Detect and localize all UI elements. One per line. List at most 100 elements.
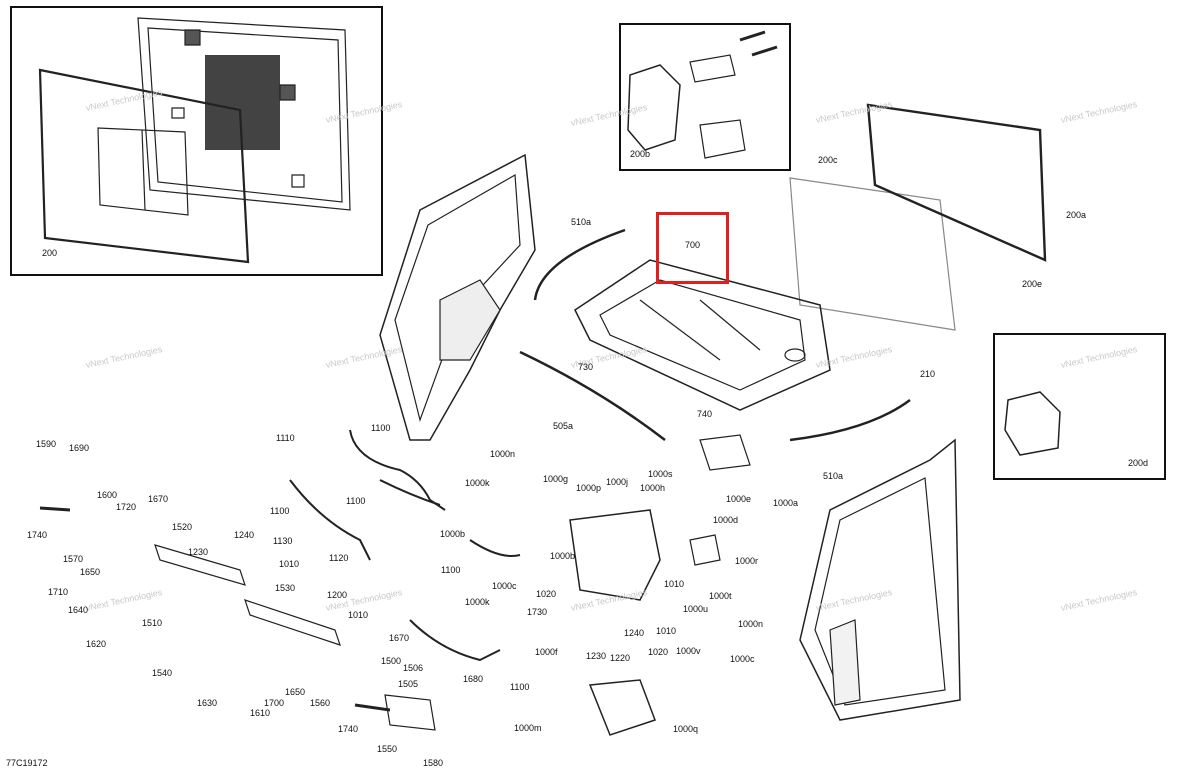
callout-1000d[interactable]: 1000d — [713, 515, 739, 525]
callout-200c[interactable]: 200c — [818, 155, 838, 165]
callout-1000s[interactable]: 1000s — [648, 469, 673, 479]
callout-1670b[interactable]: 1670 — [389, 633, 410, 643]
callout-1506[interactable]: 1506 — [403, 663, 424, 673]
seal-510a-drawing — [533, 228, 626, 301]
callout-1000j[interactable]: 1000j — [606, 477, 629, 487]
callout-1000r[interactable]: 1000r — [735, 556, 759, 566]
callout-1000g[interactable]: 1000g — [543, 474, 569, 484]
left-door-drawing — [379, 153, 536, 441]
callout-1010[interactable]: 1010 — [279, 559, 300, 569]
callout-200a[interactable]: 200a — [1066, 210, 1087, 220]
callout-1240[interactable]: 1240 — [234, 530, 255, 540]
roof-panel-drawing — [574, 259, 831, 411]
callout-1220[interactable]: 1220 — [610, 653, 631, 663]
callout-1100e[interactable]: 1100 — [510, 682, 530, 692]
callout-1700[interactable]: 1700 — [264, 698, 285, 708]
callout-1505[interactable]: 1505 — [398, 679, 419, 689]
callout-1000b[interactable]: 1000b — [440, 529, 466, 539]
callout-1100[interactable]: 1100 — [371, 423, 391, 433]
rear-panel-drawing — [789, 103, 1047, 331]
callout-1640[interactable]: 1640 — [68, 605, 89, 615]
right-door-drawing — [799, 438, 961, 721]
callout-1000q[interactable]: 1000q — [673, 724, 699, 734]
callout-730[interactable]: 730 — [578, 362, 594, 372]
callout-1100c[interactable]: 1100 — [346, 496, 366, 506]
callout-1000l[interactable]: 1000b — [550, 551, 576, 561]
callout-1000n[interactable]: 1000n — [490, 449, 516, 459]
callout-200e[interactable]: 200e — [1022, 279, 1043, 289]
windshield-frame-drawing — [38, 17, 351, 264]
callout-1230[interactable]: 1230 — [188, 547, 209, 557]
callout-1550[interactable]: 1550 — [377, 744, 398, 754]
inset-label-200b: 200b — [630, 149, 651, 159]
callout-510a[interactable]: 510a — [571, 217, 592, 227]
callout-1720[interactable]: 1720 — [116, 502, 137, 512]
callout-1110[interactable]: 1110 — [276, 433, 295, 443]
callout-1020[interactable]: 1020 — [536, 589, 557, 599]
diagram-reference-id: 77C19172 — [6, 758, 48, 768]
callout-1100d[interactable]: 1100 — [441, 565, 461, 575]
callout-1650[interactable]: 1650 — [80, 567, 101, 577]
callout-1000k[interactable]: 1000k — [465, 478, 490, 488]
callout-1740[interactable]: 1740 — [27, 530, 48, 540]
inset-frame-200 — [10, 6, 383, 276]
callout-1510[interactable]: 1510 — [142, 618, 163, 628]
callout-1000f[interactable]: 1000f — [535, 647, 558, 657]
callout-1650b[interactable]: 1650 — [285, 687, 306, 697]
callout-1690[interactable]: 1690 — [69, 443, 90, 453]
callout-1560[interactable]: 1560 — [310, 698, 331, 708]
callout-1000k2[interactable]: 1000k — [465, 597, 490, 607]
callout-1000c[interactable]: 1000c — [492, 581, 517, 591]
callout-210[interactable]: 210 — [920, 369, 936, 379]
callout-1000p[interactable]: 1000p — [576, 483, 602, 493]
callout-1000c2[interactable]: 1000c — [730, 654, 755, 664]
highlight-box-700 — [656, 212, 729, 284]
seal-505a-drawing — [519, 350, 666, 441]
callout-1520[interactable]: 1520 — [172, 522, 193, 532]
callout-1530[interactable]: 1530 — [275, 583, 296, 593]
callout-1590[interactable]: 1590 — [36, 439, 57, 449]
callout-1010d[interactable]: 1010 — [656, 626, 677, 636]
callout-1740b[interactable]: 1740 — [338, 724, 359, 734]
callout-1620[interactable]: 1620 — [86, 639, 107, 649]
callout-1000u[interactable]: 1000u — [683, 604, 709, 614]
callout-1010b[interactable]: 1010 — [348, 610, 369, 620]
callout-1000h[interactable]: 1000h — [640, 483, 666, 493]
callout-1630[interactable]: 1630 — [197, 698, 218, 708]
callout-1600[interactable]: 1600 — [97, 490, 118, 500]
callout-700[interactable]: 700 — [685, 240, 701, 250]
inset-frame-200b — [619, 23, 791, 171]
callout-1730[interactable]: 1730 — [527, 607, 548, 617]
callout-1500[interactable]: 1500 — [381, 656, 402, 666]
callout-1000v[interactable]: 1000v — [676, 646, 701, 656]
callout-1680[interactable]: 1680 — [463, 674, 484, 684]
callout-1710[interactable]: 1710 — [48, 587, 69, 597]
callout-740[interactable]: 740 — [697, 409, 713, 419]
callout-1000e[interactable]: 1000e — [726, 494, 752, 504]
callout-1010c[interactable]: 1010 — [664, 579, 685, 589]
callout-1000m[interactable]: 1000m — [514, 723, 542, 733]
latch-drawing — [627, 30, 778, 159]
callout-1120[interactable]: 1120 — [329, 553, 349, 563]
callout-510a-right[interactable]: 510a — [823, 471, 844, 481]
callout-1240b[interactable]: 1240 — [624, 628, 645, 638]
callout-1000a[interactable]: 1000a — [773, 498, 799, 508]
callout-1580[interactable]: 1580 — [423, 758, 444, 768]
callout-1000t[interactable]: 1000t — [709, 591, 732, 601]
hvac-drawing — [289, 429, 751, 736]
callout-1540[interactable]: 1540 — [152, 668, 173, 678]
callout-505a[interactable]: 505a — [553, 421, 574, 431]
callout-1610[interactable]: 1610 — [250, 708, 271, 718]
inset-label-200: 200 — [42, 248, 58, 258]
callout-1670[interactable]: 1670 — [148, 494, 169, 504]
callout-1230b[interactable]: 1230 — [586, 651, 607, 661]
callout-1130[interactable]: 1130 — [273, 536, 293, 546]
callout-1000n2[interactable]: 1000n — [738, 619, 764, 629]
seal-510a-right-drawing — [789, 398, 911, 442]
callout-1020b[interactable]: 1020 — [648, 647, 669, 657]
callout-1100b[interactable]: 1100 — [270, 506, 290, 516]
callout-1570[interactable]: 1570 — [63, 554, 84, 564]
callout-1200[interactable]: 1200 — [327, 590, 348, 600]
